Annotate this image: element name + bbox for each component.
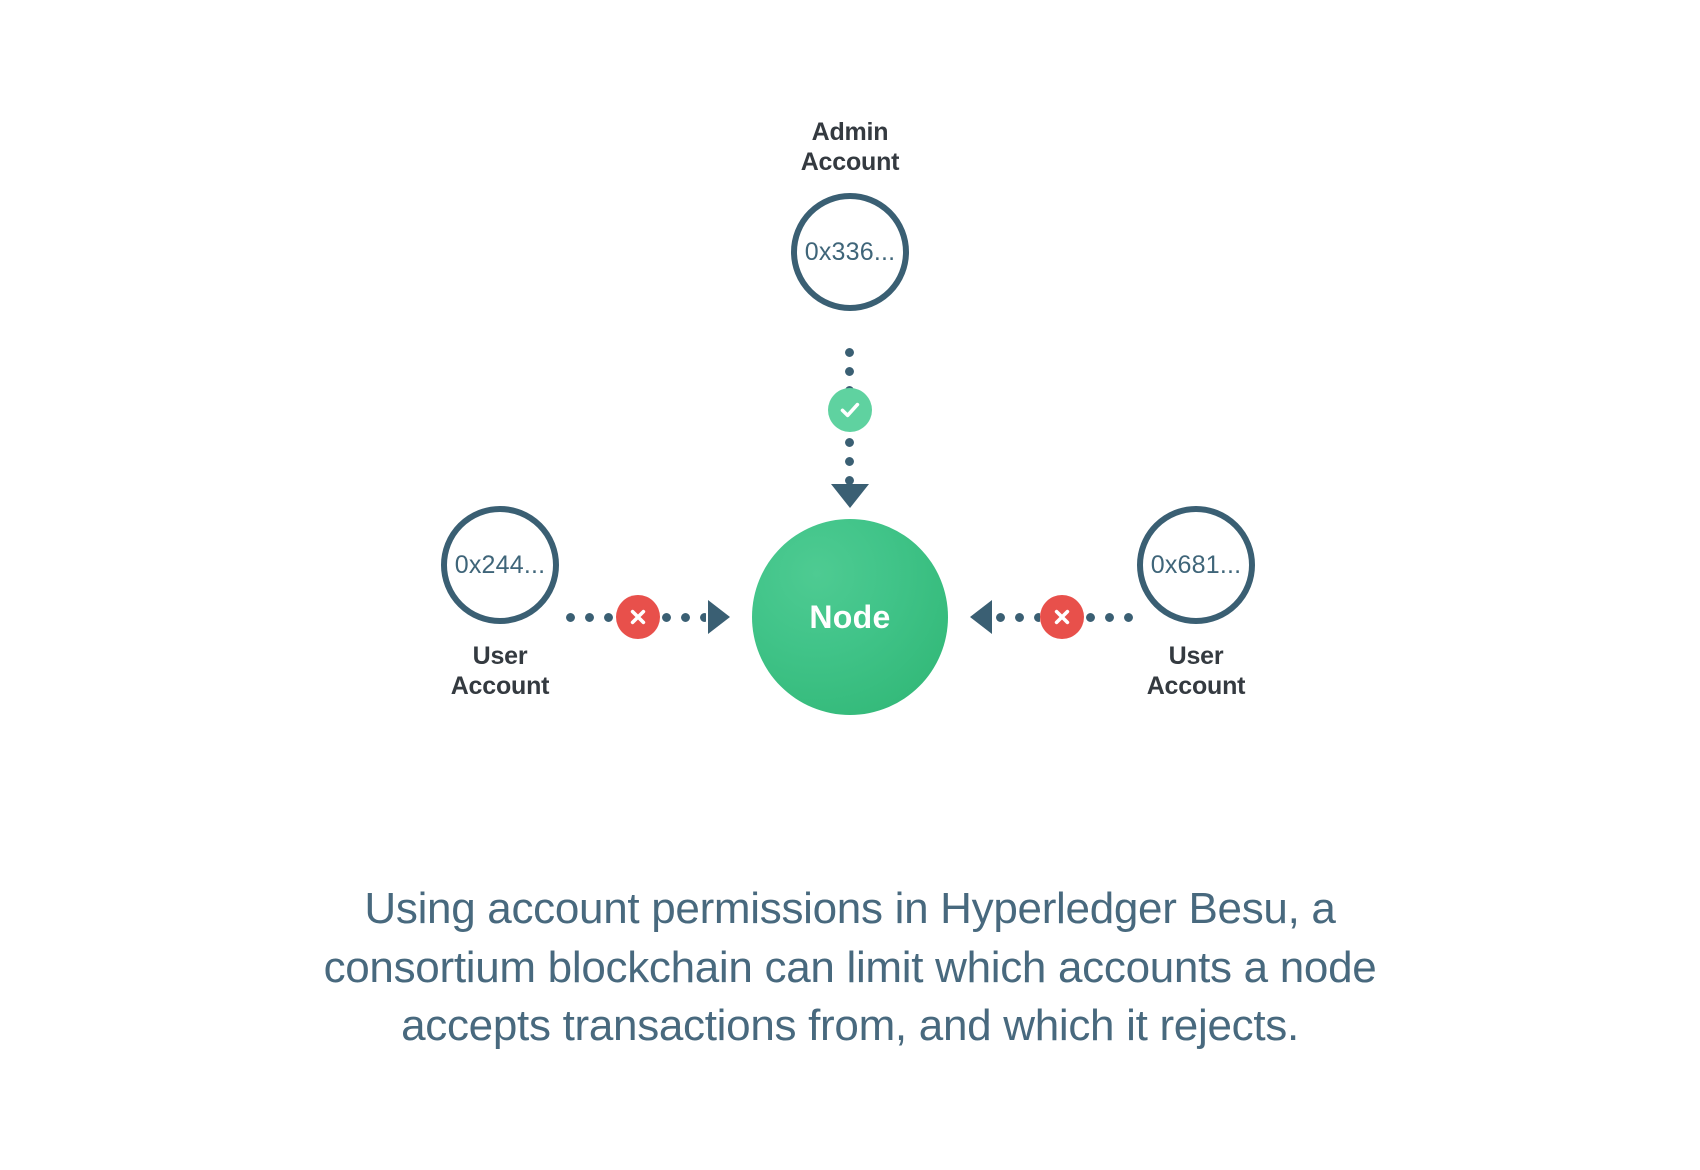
connector-right-outer-dots — [1086, 613, 1137, 622]
connector-right-inner-dots — [996, 613, 1040, 622]
user-right-account-group: 0x681... User Account — [1137, 506, 1255, 701]
arrow-right-into-node-icon — [708, 600, 730, 634]
deny-cross-badge-left — [616, 595, 660, 639]
user-left-account-circle[interactable]: 0x244... — [441, 506, 559, 624]
arrow-left-into-node-icon — [970, 600, 992, 634]
account-permissions-diagram: Admin Account 0x336... Node 0x244... Use — [441, 118, 1255, 715]
user-right-account-label: User Account — [1146, 642, 1246, 700]
user-right-account-circle[interactable]: 0x681... — [1137, 506, 1255, 624]
allow-check-badge — [828, 388, 872, 432]
connector-left-inner-dots — [662, 613, 706, 622]
check-icon — [840, 402, 860, 418]
arrow-down-into-node-icon — [831, 484, 869, 508]
cross-icon — [1054, 609, 1070, 625]
cross-icon — [630, 609, 646, 625]
connector-admin-upper-dots — [845, 348, 854, 400]
user-left-account-address: 0x244... — [454, 550, 546, 579]
node-circle[interactable]: Node — [752, 519, 948, 715]
admin-account-address: 0x336... — [804, 237, 896, 266]
user-right-account-address: 0x681... — [1150, 550, 1242, 579]
user-left-account-label: User Account — [450, 642, 550, 700]
admin-account-group: Admin Account 0x336... — [791, 118, 909, 311]
caption-text: Using account permissions in Hyperledger… — [323, 884, 1377, 1051]
admin-account-circle[interactable]: 0x336... — [791, 193, 909, 311]
connector-admin-lower-dots — [845, 438, 854, 490]
connector-left-outer-dots — [566, 613, 617, 622]
node-label: Node — [809, 598, 891, 635]
deny-cross-badge-right — [1040, 595, 1084, 639]
user-left-account-group: 0x244... User Account — [441, 506, 559, 701]
admin-account-label: Admin Account — [800, 118, 900, 176]
